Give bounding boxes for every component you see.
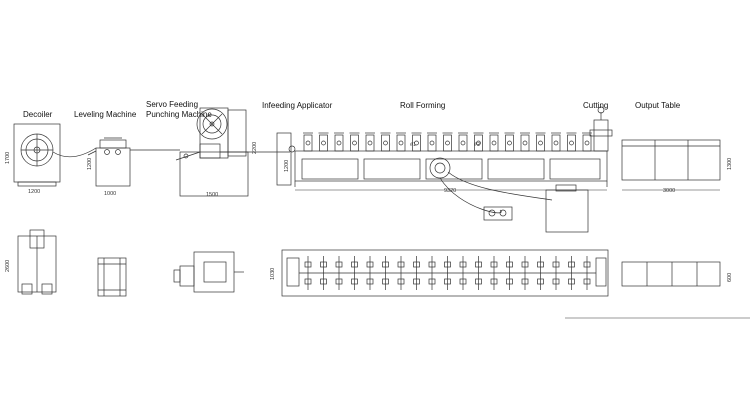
dim-decoiler-width: 1200 <box>28 189 41 195</box>
roller-stand <box>303 132 313 152</box>
roller-tag-a: #1 <box>410 142 417 148</box>
dim-roll-forming-height: 1200 <box>284 159 290 172</box>
roller-stand <box>489 132 499 152</box>
roller-stand <box>551 132 561 152</box>
label-servo-feeding: Servo Feeding <box>146 100 199 109</box>
plan-roller <box>475 256 482 290</box>
dim-output-length: 3000 <box>663 188 676 194</box>
roller-stand <box>427 132 437 152</box>
roller-stand <box>473 132 484 152</box>
label-infeeding-applicator: Infeeding Applicator <box>262 101 333 110</box>
plan-rollers <box>304 256 591 290</box>
roll-forming-plan <box>281 249 609 297</box>
dim-leveling-height: 1200 <box>87 157 93 170</box>
plan-roller <box>382 256 389 290</box>
roller-stand <box>535 132 546 152</box>
cutting-elevation <box>589 106 613 152</box>
roller-tag-b: #2 <box>474 142 481 148</box>
plan-roller <box>490 256 498 290</box>
output-table-elevation <box>621 139 721 191</box>
plan-roller <box>537 256 544 290</box>
label-punching-machine: Punching Machine <box>146 110 212 119</box>
label-decoiler: Decoiler <box>23 110 53 119</box>
roller-stand <box>318 132 329 152</box>
dim-punching-height: 2200 <box>252 141 258 154</box>
roller-stand <box>365 132 375 152</box>
roller-stand <box>504 132 515 152</box>
plan-roller <box>351 256 358 290</box>
dim-decoiler-height: 1700 <box>5 151 11 164</box>
roller-stand <box>334 132 344 152</box>
plan-roller <box>521 256 529 290</box>
plan-roller <box>335 256 343 290</box>
plan-roller <box>583 256 591 290</box>
plan-roller <box>444 256 451 290</box>
punching-plan <box>173 251 244 293</box>
plan-roller <box>366 256 374 290</box>
roller-stand <box>442 132 453 152</box>
plan-roller <box>428 256 436 290</box>
plan-roller <box>552 256 560 290</box>
label-cutting: Cutting <box>583 101 609 110</box>
roller-stand <box>458 132 468 152</box>
plan-roller <box>568 256 575 290</box>
plan-roller <box>413 256 420 290</box>
plan-roller <box>304 256 312 290</box>
dim-decoiler-plan-width: 2600 <box>5 259 11 272</box>
dim-output-height: 1300 <box>727 157 733 170</box>
plan-roller <box>397 256 405 290</box>
hydraulic-station <box>483 184 589 233</box>
plan-roller <box>320 256 327 290</box>
output-table-plan <box>621 261 721 287</box>
leveling-elevation <box>87 137 180 187</box>
leveling-plan <box>97 257 127 297</box>
roller-stand <box>380 132 391 152</box>
roll-forming-elevation <box>294 132 608 214</box>
dim-output-plan-width: 600 <box>727 272 733 282</box>
roller-stands <box>303 132 592 152</box>
roller-stand <box>396 132 406 152</box>
roller-stand <box>349 132 360 152</box>
label-output-table: Output Table <box>635 101 681 110</box>
dim-roll-forming-plan-width: 1030 <box>270 267 276 280</box>
dim-roll-forming-length: 9320 <box>444 188 457 194</box>
decoiler-plan <box>17 229 57 295</box>
decoiler-elevation <box>13 123 97 187</box>
dim-leveling-width: 1000 <box>104 191 117 197</box>
plan-roller <box>459 256 467 290</box>
roller-stand <box>411 132 422 152</box>
plan-roller <box>506 256 513 290</box>
dim-punching-width: 1500 <box>206 192 219 198</box>
punching-elevation <box>175 107 290 197</box>
roller-stand <box>520 132 530 152</box>
label-roll-forming: Roll Forming <box>400 101 446 110</box>
label-leveling-machine: Leveling Machine <box>74 110 137 119</box>
roller-stand <box>566 132 577 152</box>
infeeding-elevation <box>276 132 296 186</box>
